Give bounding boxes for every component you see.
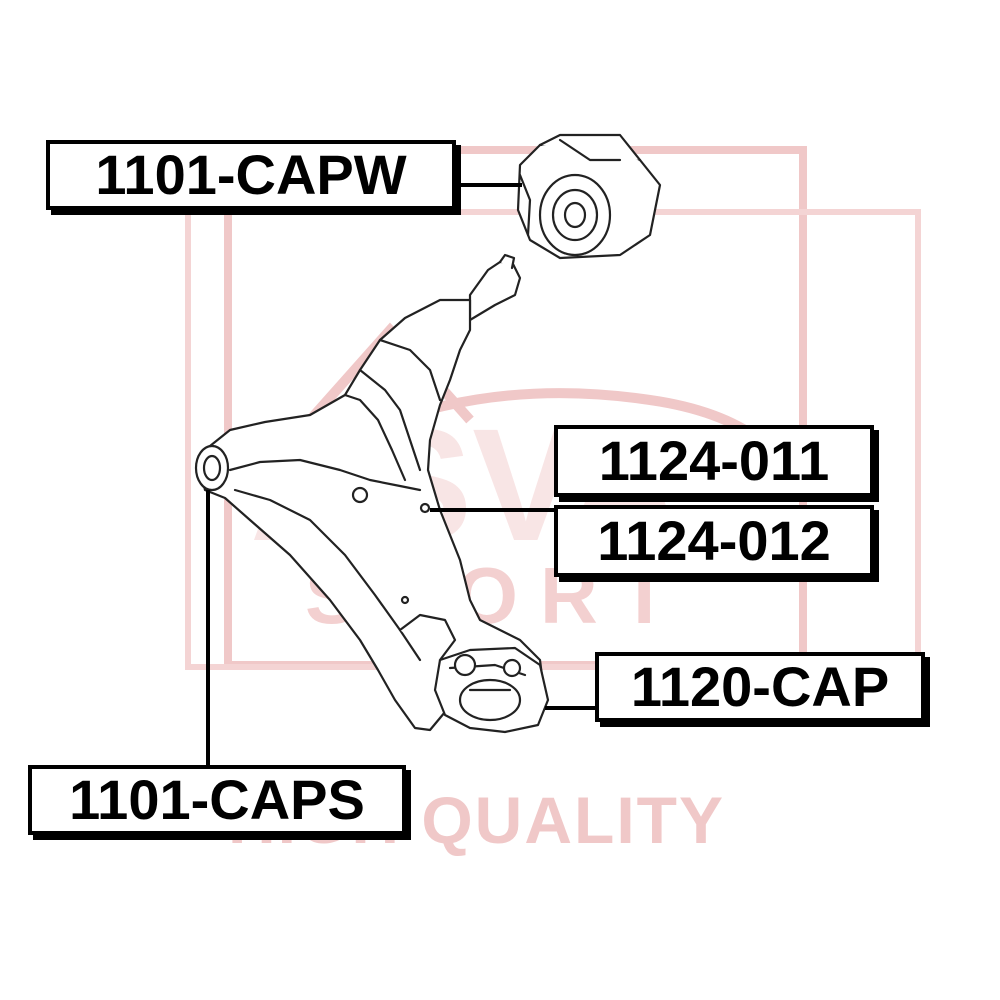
ball-joint: [433, 646, 550, 734]
rear-bushing: [516, 133, 662, 260]
part-label-1120-cap: 1120-CAP: [595, 652, 925, 722]
part-label-1101-capw: 1101-CAPW: [46, 140, 456, 210]
leader-lines: [206, 183, 595, 765]
arm-body: [194, 253, 550, 734]
part-label-1124-012: 1124-012: [554, 505, 874, 577]
part-label-1101-caps: 1101-CAPS: [28, 765, 406, 835]
part-label-1124-011: 1124-011: [554, 425, 874, 497]
